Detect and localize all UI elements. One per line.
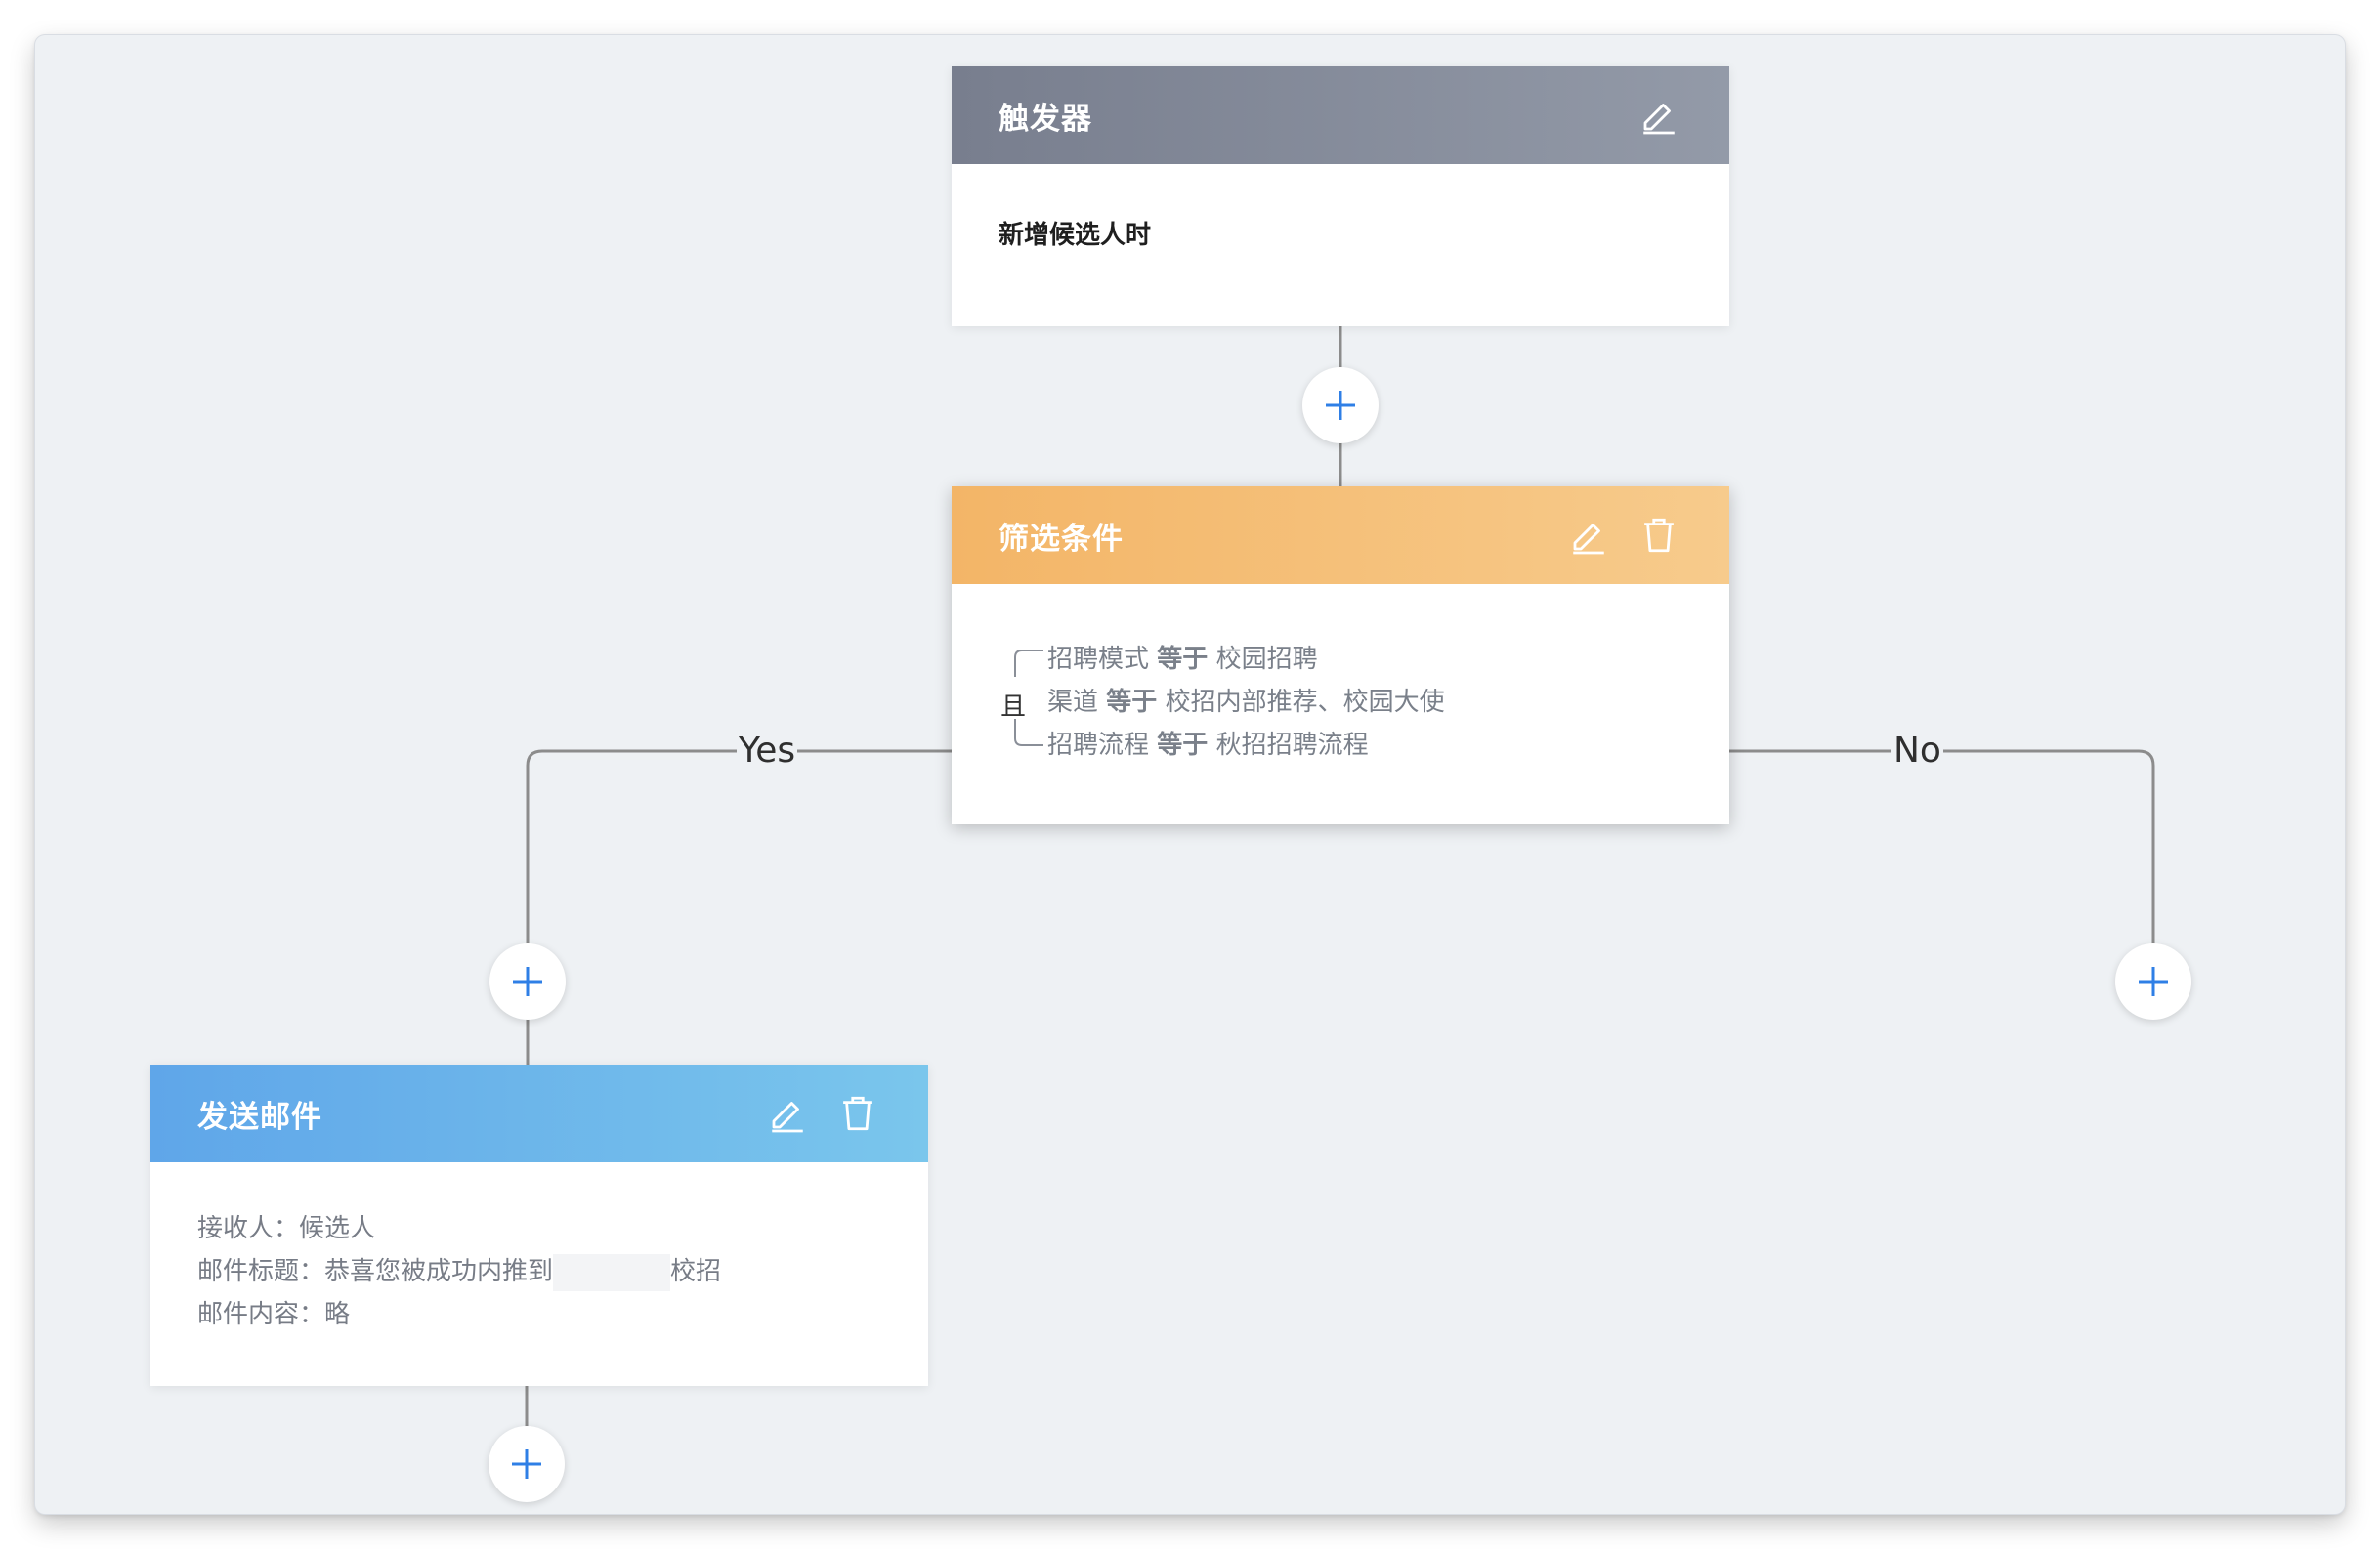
condition-operator: 等于 xyxy=(1106,688,1158,717)
filter-node-title: 筛选条件 xyxy=(999,521,1124,557)
add-step-button-no-branch[interactable] xyxy=(2115,943,2191,1020)
trigger-node-title: 触发器 xyxy=(999,101,1092,137)
email-content-row: 邮件内容：略 xyxy=(197,1293,881,1336)
branch-label-no: No xyxy=(1891,731,1943,771)
email-content-value: 略 xyxy=(324,1300,351,1329)
redacted-block xyxy=(553,1253,671,1291)
email-subject-row: 邮件标题：恭喜您被成功内推到 校招 xyxy=(197,1250,881,1293)
trash-icon xyxy=(843,1096,872,1131)
email-subject-label: 邮件标题： xyxy=(197,1257,325,1286)
filter-node-header: 筛选条件 xyxy=(952,486,1729,584)
email-edit-button[interactable] xyxy=(762,1088,813,1139)
plus-icon xyxy=(513,967,542,996)
send-email-node[interactable]: 发送邮件 接收人：候选人 邮件标题：恭喜您被成功内推到 校招 xyxy=(150,1065,928,1386)
add-step-button-yes-branch[interactable] xyxy=(489,943,566,1020)
email-recipient-row: 接收人：候选人 xyxy=(197,1207,881,1250)
filter-node[interactable]: 筛选条件 且 招聘模式 xyxy=(952,486,1729,824)
condition-field: 招聘模式 xyxy=(1047,645,1150,674)
connector-yes-branch xyxy=(526,749,952,1065)
trigger-node-header: 触发器 xyxy=(952,66,1729,164)
condition-field: 招聘流程 xyxy=(1047,731,1150,760)
filter-node-body: 且 招聘模式 等于 校园招聘 渠道 等于 校招内部推荐、校园大使 招聘流程 等于… xyxy=(952,584,1729,824)
trigger-node[interactable]: 触发器 新增候选人时 xyxy=(952,66,1729,326)
condition-bracket xyxy=(1014,650,1043,746)
connector-no-branch xyxy=(1729,749,2155,967)
email-delete-button[interactable] xyxy=(832,1088,883,1139)
plus-icon xyxy=(1326,391,1355,420)
email-subject-suffix: 校招 xyxy=(670,1257,722,1286)
add-step-button-after-email[interactable] xyxy=(489,1426,565,1502)
filter-edit-button[interactable] xyxy=(1563,510,1614,561)
condition-row: 渠道 等于 校招内部推荐、校园大使 xyxy=(1047,682,1445,718)
condition-field: 渠道 xyxy=(1047,688,1099,717)
email-content-label: 邮件内容： xyxy=(197,1300,325,1329)
add-step-button-after-trigger[interactable] xyxy=(1302,367,1379,443)
send-email-node-body: 接收人：候选人 邮件标题：恭喜您被成功内推到 校招 邮件内容：略 xyxy=(150,1162,928,1336)
condition-operator: 等于 xyxy=(1157,645,1209,674)
send-email-node-header: 发送邮件 xyxy=(150,1065,928,1162)
email-recipient-label: 接收人： xyxy=(197,1214,300,1243)
trigger-condition-text: 新增候选人时 xyxy=(999,221,1152,250)
plus-icon xyxy=(2139,967,2168,996)
trigger-edit-button[interactable] xyxy=(1634,90,1684,141)
pencil-icon xyxy=(1573,524,1604,555)
condition-value: 校园招聘 xyxy=(1215,645,1318,674)
trash-icon xyxy=(1644,518,1674,553)
pencil-icon xyxy=(1643,104,1675,135)
send-email-node-title: 发送邮件 xyxy=(197,1099,322,1135)
filter-delete-button[interactable] xyxy=(1634,510,1684,561)
email-recipient-value: 候选人 xyxy=(299,1214,376,1243)
pencil-icon xyxy=(772,1102,803,1133)
condition-operator: 等于 xyxy=(1157,731,1209,760)
condition-value: 秋招招聘流程 xyxy=(1215,731,1369,760)
condition-row: 招聘流程 等于 秋招招聘流程 xyxy=(1047,725,1369,761)
workflow-canvas: 触发器 新增候选人时 筛选条件 xyxy=(35,35,2345,1514)
condition-value: 校招内部推荐、校园大使 xyxy=(1165,688,1445,717)
logic-operator-label: 且 xyxy=(1000,692,1027,722)
email-subject-prefix: 恭喜您被成功内推到 xyxy=(324,1257,554,1286)
trigger-node-body: 新增候选人时 xyxy=(952,164,1729,251)
plus-icon xyxy=(512,1449,541,1479)
branch-label-yes: Yes xyxy=(737,731,798,771)
condition-row: 招聘模式 等于 校园招聘 xyxy=(1047,639,1318,675)
